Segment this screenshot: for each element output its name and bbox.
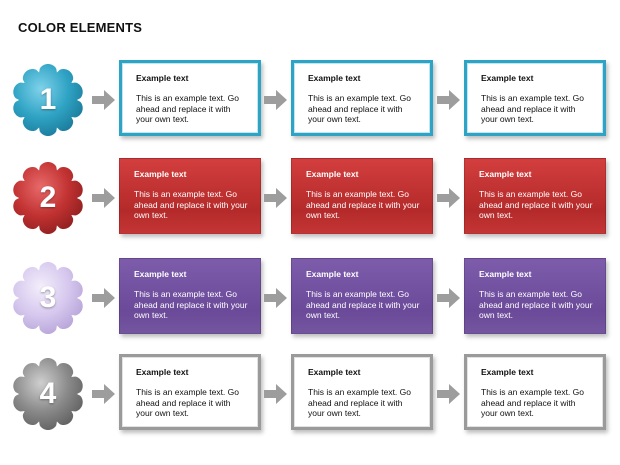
text-card[interactable]: Example text This is an example text. Go… — [119, 354, 261, 430]
card-body: This is an example text. Go ahead and re… — [481, 93, 584, 124]
card-heading: Example text — [481, 73, 534, 83]
card-body: This is an example text. Go ahead and re… — [136, 387, 239, 418]
arrow-right-icon — [437, 90, 460, 110]
scalloped-flower-icon — [11, 259, 85, 337]
card-heading: Example text — [134, 169, 187, 179]
text-card[interactable]: Example text This is an example text. Go… — [291, 158, 433, 234]
arrow-right-icon — [264, 188, 287, 208]
number-badge-1: 1 — [8, 60, 88, 140]
text-card[interactable]: Example text This is an example text. Go… — [119, 60, 261, 136]
arrow-right-icon — [92, 288, 115, 308]
card-body: This is an example text. Go ahead and re… — [308, 387, 411, 418]
card-body: This is an example text. Go ahead and re… — [479, 289, 593, 320]
step-number: 2 — [39, 181, 57, 214]
number-badge-3: 3 — [8, 258, 88, 338]
card-heading: Example text — [136, 73, 189, 83]
step-number: 4 — [39, 377, 57, 410]
card-body: This is an example text. Go ahead and re… — [136, 93, 239, 124]
card-heading: Example text — [479, 269, 532, 279]
scalloped-flower-icon — [11, 61, 85, 139]
text-card[interactable]: Example text This is an example text. Go… — [464, 354, 606, 430]
process-row-3: 3 Example text This is an example text. … — [0, 258, 620, 338]
process-row-1: 1 Example text This is an example text. … — [0, 60, 620, 140]
card-heading: Example text — [306, 169, 359, 179]
card-body: This is an example text. Go ahead and re… — [134, 289, 248, 320]
card-body: This is an example text. Go ahead and re… — [306, 189, 420, 220]
card-heading: Example text — [136, 367, 189, 377]
text-card[interactable]: Example text This is an example text. Go… — [291, 354, 433, 430]
arrow-right-icon — [92, 188, 115, 208]
arrow-right-icon — [264, 288, 287, 308]
text-card[interactable]: Example text This is an example text. Go… — [119, 258, 261, 334]
scalloped-flower-icon — [11, 355, 85, 433]
card-heading: Example text — [308, 367, 361, 377]
step-number: 1 — [39, 83, 57, 116]
card-body: This is an example text. Go ahead and re… — [479, 189, 593, 220]
card-body: This is an example text. Go ahead and re… — [308, 93, 411, 124]
number-badge-4: 4 — [8, 354, 88, 434]
card-body: This is an example text. Go ahead and re… — [481, 387, 584, 418]
number-badge-2: 2 — [8, 158, 88, 238]
process-row-4: 4 Example text This is an example text. … — [0, 354, 620, 434]
process-row-2: 2 Example text This is an example text. … — [0, 158, 620, 238]
text-card[interactable]: Example text This is an example text. Go… — [119, 158, 261, 234]
page-title: COLOR ELEMENTS — [18, 20, 143, 35]
card-body: This is an example text. Go ahead and re… — [134, 189, 248, 220]
arrow-right-icon — [437, 384, 460, 404]
text-card[interactable]: Example text This is an example text. Go… — [291, 258, 433, 334]
arrow-right-icon — [264, 384, 287, 404]
step-number: 3 — [39, 281, 57, 314]
card-heading: Example text — [479, 169, 532, 179]
card-heading: Example text — [481, 367, 534, 377]
card-heading: Example text — [134, 269, 187, 279]
text-card[interactable]: Example text This is an example text. Go… — [464, 258, 606, 334]
scalloped-flower-icon — [11, 159, 85, 237]
card-heading: Example text — [308, 73, 361, 83]
text-card[interactable]: Example text This is an example text. Go… — [464, 158, 606, 234]
arrow-right-icon — [437, 288, 460, 308]
arrow-right-icon — [92, 384, 115, 404]
arrow-right-icon — [92, 90, 115, 110]
card-body: This is an example text. Go ahead and re… — [306, 289, 420, 320]
arrow-right-icon — [437, 188, 460, 208]
arrow-right-icon — [264, 90, 287, 110]
card-heading: Example text — [306, 269, 359, 279]
text-card[interactable]: Example text This is an example text. Go… — [464, 60, 606, 136]
text-card[interactable]: Example text This is an example text. Go… — [291, 60, 433, 136]
